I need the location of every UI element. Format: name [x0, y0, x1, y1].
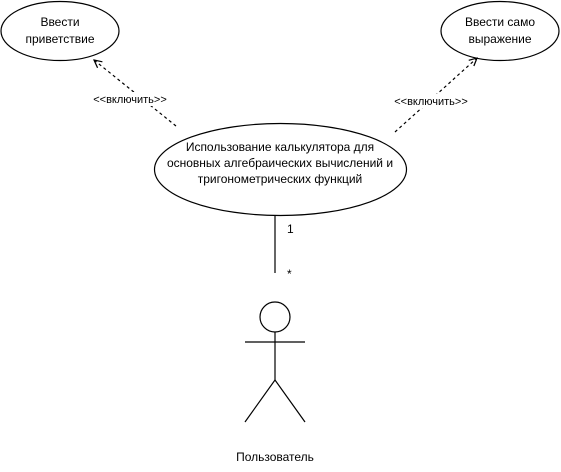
include-relation-greeting[interactable]: <<включить>> [85, 60, 177, 127]
multiplicity-bottom: * [287, 267, 292, 281]
include-label-expression: <<включить>> [394, 96, 468, 108]
use-case-calculator[interactable]: Использование калькулятора для основных … [153, 122, 408, 217]
include-label-expression-bg [386, 94, 476, 108]
use-case-calculator-label-2: основных алгебраических вычислений и [167, 156, 393, 170]
actor-label: Пользователь [236, 450, 314, 464]
use-case-enter-expression-shape [440, 0, 560, 62]
use-case-enter-expression-label-1: Ввести само [465, 15, 535, 29]
include-relation-expression[interactable]: <<включить>> [386, 58, 477, 133]
association-user-calculator[interactable]: 1 * [274, 216, 294, 281]
use-case-enter-greeting[interactable]: Ввести приветствие [0, 0, 120, 62]
actor-user[interactable]: Пользователь [236, 301, 314, 464]
use-case-enter-expression-label-2: выражение [468, 32, 531, 46]
actor-left-leg [244, 379, 276, 423]
use-case-calculator-shape [153, 122, 408, 217]
include-label-greeting: <<включить>> [93, 94, 167, 106]
use-case-calculator-label-1: Использование калькулятора для [186, 140, 374, 154]
use-case-enter-expression[interactable]: Ввести само выражение [440, 0, 560, 62]
use-case-calculator-label-3: тригонометрических функций [198, 172, 362, 186]
use-case-enter-greeting-label-1: Ввести [40, 15, 79, 29]
use-case-enter-greeting-shape [0, 0, 120, 62]
actor-right-leg [274, 379, 306, 423]
use-case-enter-greeting-label-2: приветствие [26, 32, 95, 46]
multiplicity-top: 1 [287, 222, 294, 236]
include-label-greeting-bg [85, 92, 175, 106]
actor-head [259, 301, 291, 333]
